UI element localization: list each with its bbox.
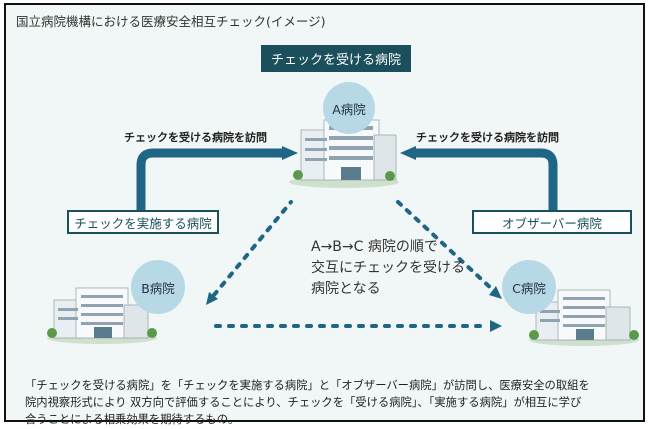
hospital-c-building-icon	[529, 289, 639, 346]
observer-hospital-box: オブザーバー病院	[472, 210, 632, 234]
dotted-arrow-b-to-a	[212, 200, 293, 297]
header-receiving-hospital: チェックを受ける病院	[261, 45, 411, 72]
dotted-arrow-a-to-c	[396, 200, 495, 292]
description-text: 「チェックを受ける病院」を「チェックを実施する病院」と「オブザーバー病院」が訪問…	[25, 377, 650, 428]
rotation-line-2: 交互にチェックを受ける	[311, 260, 465, 276]
implementing-hospital-box: チェックを実施する病院	[67, 210, 219, 234]
hospital-b-building-icon	[47, 287, 157, 344]
description-line-2: 院内視察形式により 双方向で評価することにより、チェックを「受ける病院」、「実施…	[25, 396, 582, 409]
hospital-a-circle: A病院	[323, 82, 375, 134]
diagram-title: 国立病院機構における医療安全相互チェック(イメージ)	[16, 14, 326, 29]
rotation-line-1: A→B→C 病院の順で	[311, 239, 438, 255]
dotted-arrowhead-b-icon	[206, 292, 218, 305]
description-line-3: 合うことによる相乗効果を期待するもの。	[25, 413, 240, 426]
left-visit-label: チェックを受ける病院を訪問	[124, 131, 267, 144]
rotation-line-3: 病院となる	[311, 281, 381, 297]
dotted-arrowhead-bc-icon	[490, 320, 502, 332]
rotation-explanation: A→B→C 病院の順で 交互にチェックを受ける 病院となる	[311, 237, 465, 300]
left-visit-arrow	[136, 148, 284, 210]
right-visit-label: チェックを受ける病院を訪問	[416, 131, 559, 144]
hospital-a-building-icon	[289, 119, 399, 188]
left-arrowhead-icon	[282, 146, 298, 160]
right-arrowhead-icon	[400, 146, 416, 160]
description-line-1: 「チェックを受ける病院」を「チェックを実施する病院」と「オブザーバー病院」が訪問…	[25, 379, 590, 392]
dotted-arrowhead-c-icon	[489, 286, 502, 299]
hospital-c-circle: C病院	[502, 260, 556, 314]
right-visit-arrow	[414, 148, 558, 210]
diagram-panel: 国立病院機構における医療安全相互チェック(イメージ) チェックを受ける病院 A病…	[4, 3, 645, 426]
hospital-b-circle: B病院	[131, 260, 185, 314]
diagram-graphics	[47, 119, 639, 346]
